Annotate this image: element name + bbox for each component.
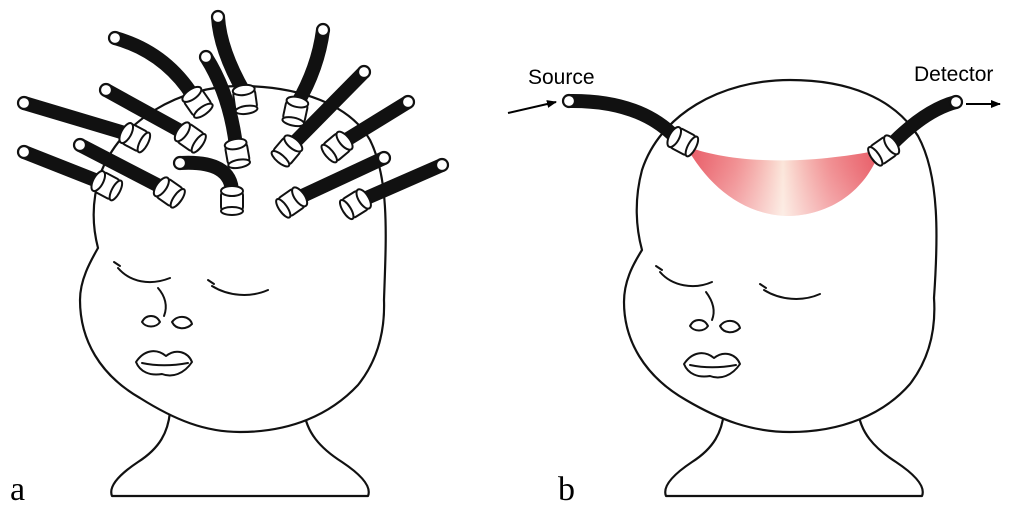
fiber-tip — [18, 146, 30, 158]
optode-holder — [221, 186, 243, 215]
source-label: Source — [528, 66, 595, 89]
fiber-tip — [18, 97, 30, 109]
fiber-tip — [109, 32, 121, 44]
fiber-tip — [317, 24, 329, 36]
right-nostril — [172, 317, 192, 328]
optode-holder — [224, 137, 251, 169]
fiber-cable — [569, 101, 676, 138]
probe-array — [18, 11, 448, 221]
left-nostril — [142, 316, 160, 327]
fiber-tip — [358, 66, 370, 78]
panel-label-b: b — [558, 471, 575, 508]
fiber-tip — [402, 96, 414, 108]
source-probe — [563, 95, 701, 158]
fiber-tip — [563, 95, 575, 107]
source-arrow-icon — [508, 102, 556, 113]
fiber-tip — [950, 96, 962, 108]
fiber-tip — [174, 157, 186, 169]
fiber-tip — [378, 152, 390, 164]
fiber-tip — [74, 139, 86, 151]
fiber-tip — [200, 51, 212, 63]
left-nostril — [690, 320, 708, 331]
fiber-cable — [115, 38, 193, 96]
fiber-cable — [297, 30, 323, 104]
panel-label-a: a — [10, 471, 25, 508]
right-nostril — [720, 321, 740, 332]
detector-label: Detector — [914, 63, 993, 86]
fiber-cable — [24, 103, 128, 134]
fiber-tip — [212, 11, 224, 23]
fiber-tip — [100, 84, 112, 96]
fiber-tip — [436, 159, 448, 171]
